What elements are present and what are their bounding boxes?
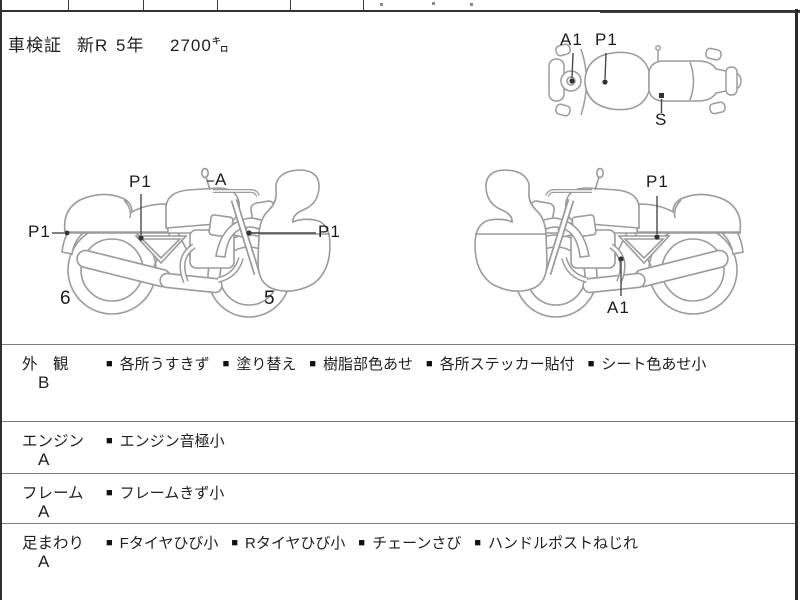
condition-note: エンジン音極小 xyxy=(119,433,225,450)
p1-point-marker xyxy=(64,230,70,236)
bullet-square-icon: ■ xyxy=(106,434,113,447)
motorcycle-left-side-sketch xyxy=(52,160,350,320)
left-bike-a-label: A xyxy=(215,170,228,189)
section-grade: A xyxy=(38,502,50,521)
condition-notes: ■ Fタイヤひび小 ■ Rタイヤひび小 ■ チェーンさび ■ ハンドルポストねじれ xyxy=(106,532,638,553)
p1-point-marker xyxy=(602,79,608,85)
condition-note: シート色あせ小 xyxy=(601,356,707,373)
p1-point-marker xyxy=(654,234,660,240)
top-view-a1-label: A1 xyxy=(560,30,583,49)
bullet-square-icon: ■ xyxy=(587,357,595,370)
motorcycle-right-side-sketch xyxy=(455,160,785,320)
sheet-left-border xyxy=(0,0,2,600)
condition-note: チェーンさび xyxy=(372,535,462,552)
cropped-row-divider xyxy=(217,0,218,10)
condition-notes: ■ フレームきず小 xyxy=(106,482,224,503)
bullet-square-icon: ■ xyxy=(309,357,316,370)
condition-note: 各所うすきず xyxy=(119,356,210,373)
condition-note: フレームきず小 xyxy=(119,485,225,502)
leader-lines xyxy=(571,52,663,113)
motorcycle-top-view-sketch xyxy=(548,43,742,117)
a1-point-marker xyxy=(569,78,575,84)
shaken-label: 車検証 xyxy=(8,36,62,55)
bullet-square-icon: ■ xyxy=(222,357,230,370)
rear-wheel-number: 6 xyxy=(60,288,72,309)
cropped-text-remnant xyxy=(380,3,383,6)
right-bike-a1-label: A1 xyxy=(607,298,630,317)
section-frame: フレーム A ■ フレームきず小 xyxy=(2,473,795,524)
section-label: フレーム xyxy=(22,485,84,502)
top-view-s-label: S xyxy=(655,110,668,129)
year-value: 5年 xyxy=(116,36,145,55)
front-wheel-number: 5 xyxy=(264,288,276,309)
mileage-value: 2700㌔ xyxy=(170,36,230,55)
bullet-square-icon: ■ xyxy=(358,536,366,549)
section-grade: B xyxy=(38,373,50,392)
section-grade: A xyxy=(38,450,50,469)
condition-note: Fタイヤひび小 xyxy=(119,535,219,552)
section-grade: A xyxy=(38,552,50,571)
p1-point-marker xyxy=(138,235,144,241)
section-engine: エンジン A ■ エンジン音極小 xyxy=(2,421,795,474)
section-exterior: 外 観 B ■ 各所うすきず ■ 塗り替え ■ 樹脂部色あせ ■ 各所ステッカー貼付 ■… xyxy=(2,344,795,422)
sheet-top-border xyxy=(0,10,800,12)
bullet-square-icon: ■ xyxy=(474,536,481,549)
leader-lines xyxy=(620,196,658,296)
cropped-text-remnant xyxy=(432,2,435,5)
p1-point-marker xyxy=(246,230,252,236)
left-bike-p1-front-label: P1 xyxy=(318,222,341,241)
left-bike-p1-rear-label: P1 xyxy=(28,222,51,241)
condition-note: ハンドルポストねじれ xyxy=(488,535,639,552)
condition-note: 樹脂部色あせ xyxy=(323,356,414,373)
right-bike-p1-label: P1 xyxy=(646,172,669,191)
bullet-square-icon: ■ xyxy=(106,486,113,499)
top-view-p1-label: P1 xyxy=(595,30,618,49)
cropped-row-divider xyxy=(68,0,69,10)
condition-notes: ■ エンジン音極小 xyxy=(106,430,225,451)
leader-lines xyxy=(52,180,316,235)
bullet-square-icon: ■ xyxy=(231,536,239,549)
s-point-marker xyxy=(659,93,664,98)
a1-point-marker xyxy=(618,256,624,262)
condition-note: 塗り替え xyxy=(236,356,297,373)
bullet-square-icon: ■ xyxy=(426,357,433,370)
section-label: 外 観 xyxy=(22,356,69,373)
sheet-top-border-heavy xyxy=(600,12,800,13)
sheet-right-border xyxy=(795,9,798,600)
cropped-row-divider xyxy=(290,0,291,10)
cropped-row-divider xyxy=(143,0,144,10)
section-label: エンジン xyxy=(22,433,85,450)
condition-notes: ■ 各所うすきず ■ 塗り替え ■ 樹脂部色あせ ■ 各所ステッカー貼付 ■ シート色あせ… xyxy=(106,353,706,374)
section-label: 足まわり xyxy=(22,535,85,552)
condition-note: 各所ステッカー貼付 xyxy=(439,356,575,373)
cropped-text-remnant xyxy=(470,3,473,6)
bullet-square-icon: ■ xyxy=(106,536,113,549)
left-bike-p1-top-label: P1 xyxy=(129,172,152,191)
section-undercarriage: 足まわり A ■ Fタイヤひび小 ■ Rタイヤひび小 ■ チェーンさび ■ ハンドルポス… xyxy=(2,523,795,600)
cropped-row-divider xyxy=(363,0,364,10)
bullet-square-icon: ■ xyxy=(106,357,113,370)
era-value: 新R xyxy=(77,36,109,55)
condition-note: Rタイヤひび小 xyxy=(245,535,346,552)
